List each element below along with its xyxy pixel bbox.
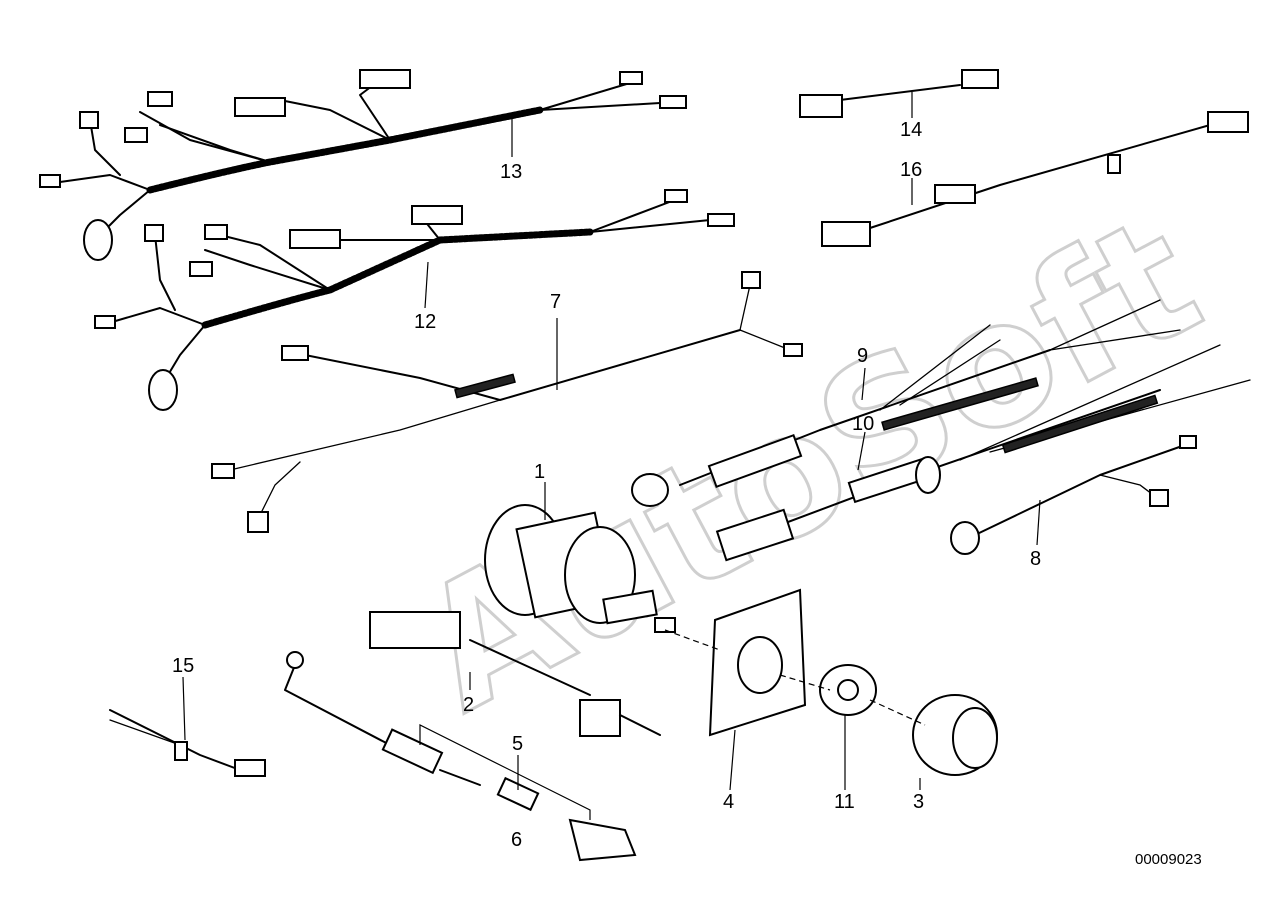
leader-lines bbox=[182, 92, 1041, 791]
callout-5: 5 bbox=[512, 733, 523, 755]
callout-1: 1 bbox=[534, 461, 545, 483]
watermark: AutoSoft bbox=[389, 179, 1228, 751]
callout-6: 6 bbox=[511, 829, 522, 851]
harness-13 bbox=[39, 69, 687, 261]
callout-7: 7 bbox=[550, 291, 561, 313]
callout-13: 13 bbox=[500, 161, 522, 183]
callout-14: 14 bbox=[900, 119, 922, 141]
callout-12: 12 bbox=[414, 311, 436, 333]
harness-12 bbox=[94, 189, 735, 411]
callout-16: 16 bbox=[900, 159, 922, 181]
callout-2: 2 bbox=[463, 694, 474, 716]
panel-4 bbox=[708, 588, 807, 737]
callout-11: 11 bbox=[834, 791, 855, 813]
knob-3 bbox=[912, 694, 998, 776]
cable-10 bbox=[715, 344, 1251, 562]
nut-11 bbox=[819, 664, 877, 716]
lead-8 bbox=[950, 435, 1197, 555]
callout-4: 4 bbox=[723, 791, 734, 813]
callout-3: 3 bbox=[913, 791, 924, 813]
lamp-socket bbox=[284, 651, 637, 862]
callout-15: 15 bbox=[172, 655, 194, 677]
switch-1 bbox=[484, 504, 676, 633]
cable-7 bbox=[211, 271, 803, 533]
cable-9 bbox=[631, 299, 1181, 507]
callout-10: 10 bbox=[852, 413, 874, 435]
callout-8: 8 bbox=[1030, 548, 1041, 570]
lead-14 bbox=[799, 69, 999, 118]
lead-16 bbox=[821, 111, 1249, 247]
callout-9: 9 bbox=[857, 345, 868, 367]
drawing-number: 00009023 bbox=[1135, 851, 1202, 868]
cable-2 bbox=[369, 611, 661, 737]
lead-15 bbox=[109, 709, 266, 777]
